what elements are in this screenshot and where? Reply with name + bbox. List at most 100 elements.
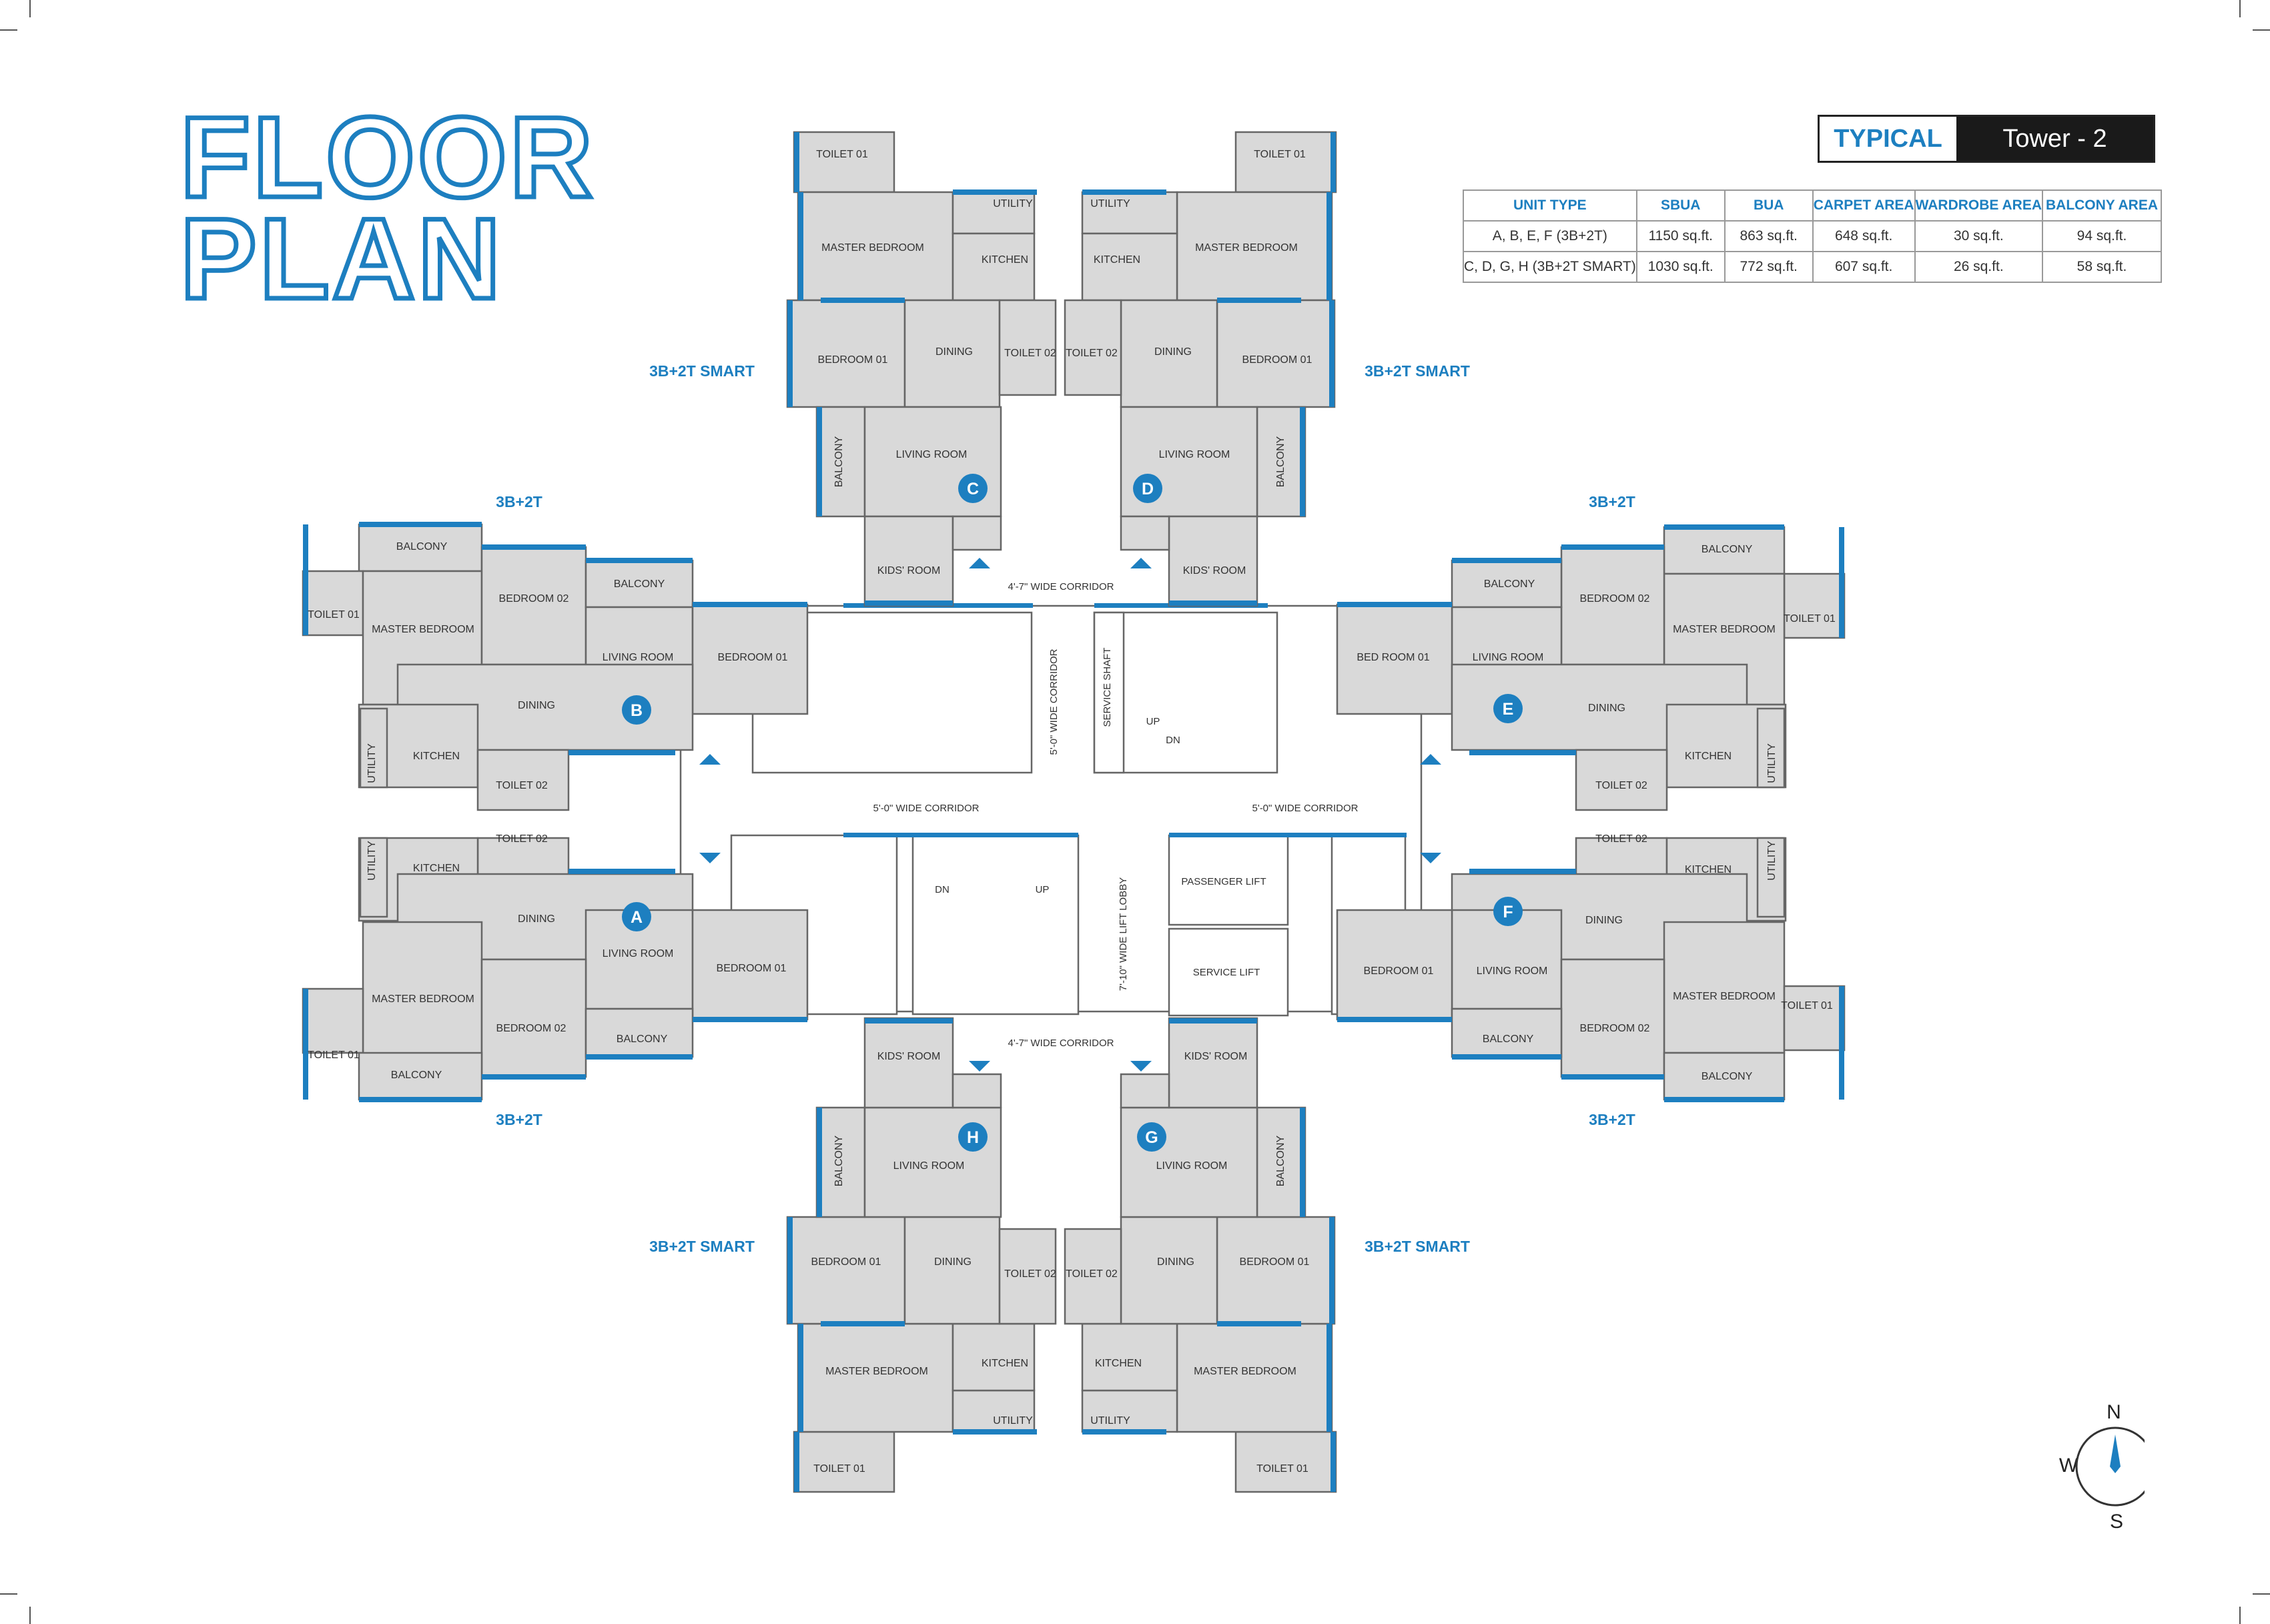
room-master-bedroom [797,191,954,302]
unit-type-label: 3B+2T [496,493,542,510]
window-accent [953,189,1037,195]
room-label: TOILET 02 [1066,348,1118,359]
room-label: KITCHEN [1095,1358,1142,1369]
room-label: BALCONY [1484,578,1535,590]
window-accent [1561,1074,1664,1080]
room-label: KITCHEN [413,863,460,874]
room-label: TOILET 02 [1066,1268,1118,1280]
room-label: BALCONY [1701,1071,1753,1082]
entry-arrow-icon [699,754,721,765]
room-utility [1081,1389,1178,1433]
room-label: LIVING ROOM [1159,449,1230,460]
room-label: TOILET 01 [1254,149,1306,160]
unit-letter: D [1142,480,1154,498]
stair-dn-label: DN [935,884,950,895]
room-label: BALCONY [1275,1135,1286,1186]
window-accent [569,750,675,755]
room-kitchen [1081,232,1178,302]
window-accent [1561,544,1664,550]
room-kids [863,515,954,607]
badge-typical: TYPICAL [1834,124,1942,153]
crop-mark [29,1607,31,1624]
room-label: TOILET 01 [308,1050,360,1061]
room-toilet [998,1228,1057,1325]
room-balcony [585,1007,694,1058]
room-bedroom [1560,546,1665,666]
room-label: UTILITY [993,1415,1033,1427]
room-label: BEDROOM 01 [1242,354,1312,366]
room-foyer [952,515,1002,551]
room-label: TOILET 02 [1004,1268,1056,1280]
room-toilet [1575,749,1668,811]
window-accent [794,132,799,192]
entry-arrow-icon [1130,558,1152,568]
room-bedroom [786,299,906,408]
unit-letter: H [967,1128,979,1147]
room-label: MASTER BEDROOM [372,624,474,635]
table-cell: A, B, E, F (3B+2T) [1463,220,1637,252]
room-label: BALCONY [1275,436,1286,487]
table-cell: 607 sq.ft. [1812,251,1916,283]
room-label: MASTER BEDROOM [821,242,924,254]
window-accent [482,544,586,550]
unit-letter: E [1503,700,1514,719]
window-accent [817,1108,822,1217]
corridor-west-label: 5'-0" WIDE CORRIDOR [873,803,979,814]
window-accent [482,1074,586,1080]
col-balcony-area: BALCONY AREA [2042,189,2162,222]
window-accent [1169,1018,1257,1024]
room-toilet [302,570,364,637]
window-accent [1300,1108,1305,1217]
room-label: TOILET 01 [813,1463,865,1475]
room-kids [863,1017,954,1109]
window-accent [865,600,953,606]
room-label: LIVING ROOM [1473,652,1544,663]
window-accent [693,1017,807,1022]
room-label: DINING [518,913,555,925]
unit-marker-d [1133,474,1162,503]
room-label: BALCONY [391,1070,442,1081]
room-label: LIVING ROOM [1156,1160,1228,1172]
stair-up-label: UP [1036,884,1050,895]
room-foyer [1120,1073,1170,1109]
window-accent [303,524,308,635]
room-label: BEDROOM 02 [1580,1023,1650,1034]
room-label: BALCONY [1701,544,1753,555]
window-accent [794,1432,799,1492]
room-label: BEDROOM 02 [499,593,569,604]
unit-b-block [302,522,809,811]
window-accent [1839,527,1844,638]
room-label: TOILET 01 [816,149,868,160]
room-toilet [476,749,570,811]
unit-letter: F [1503,903,1513,921]
room-label: TOILET 02 [1595,833,1647,845]
entry-arrow-icon [1420,754,1441,765]
room-label: BALCONY [396,541,448,552]
core-accent-wall [1169,833,1407,837]
room-label: KIDS' ROOM [1183,565,1246,576]
window-accent [359,1097,482,1102]
window-accent [787,300,793,407]
unit-h-block [786,1017,1057,1493]
room-label: TOILET 01 [308,609,360,621]
room-bedroom [786,1216,906,1325]
window-accent [586,558,693,563]
room-kids [1168,515,1258,607]
room-label: TOILET 02 [1595,780,1647,791]
room-label: BALCONY [833,436,845,487]
room-master-bedroom [1176,1322,1333,1433]
room-label: BEDROOM 02 [1580,593,1650,604]
room-label: UTILITY [993,198,1033,210]
room-bedroom [1216,1216,1336,1325]
north-stair [1093,611,1278,774]
window-accent [821,298,905,303]
tower-badge: TYPICAL Tower - 2 [1818,115,2155,163]
room-toilet [1234,1431,1337,1493]
unit-type-label: 3B+2T [1589,1111,1635,1128]
unit-marker-h [958,1122,988,1152]
window-accent [1664,524,1784,530]
crop-mark [2253,1593,2270,1595]
room-label: BEDROOM 02 [496,1023,566,1034]
room-label: KITCHEN [982,1358,1028,1369]
room-label: KITCHEN [1094,254,1140,266]
